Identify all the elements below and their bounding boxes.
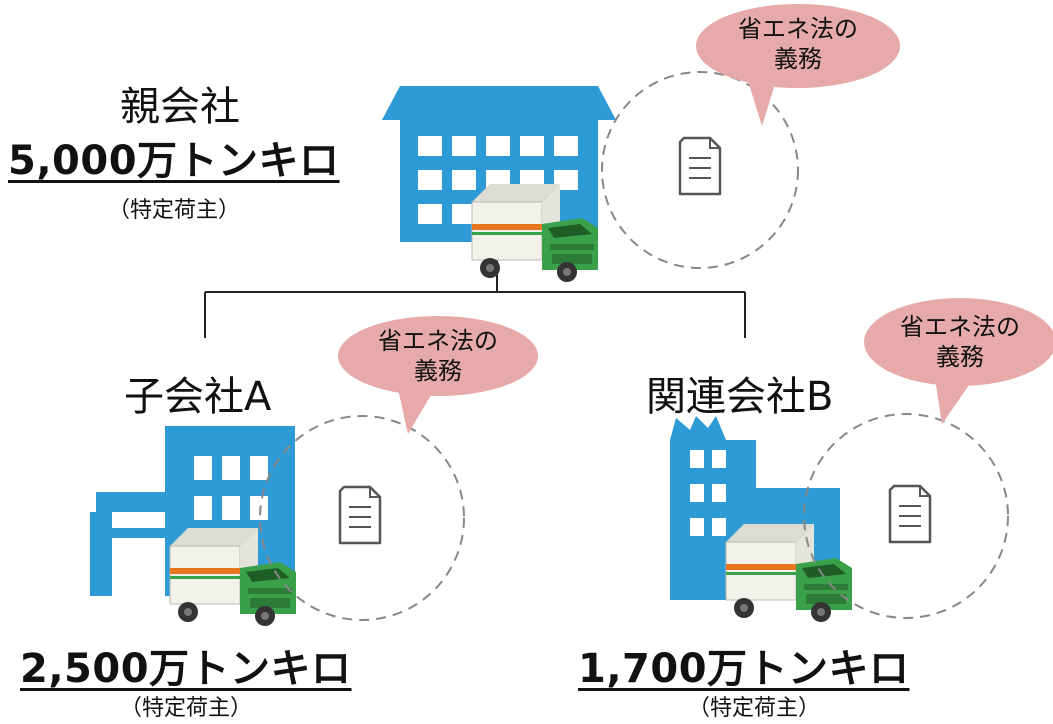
- obligation-line-2: 義務: [414, 357, 462, 385]
- obligation-line-2: 義務: [936, 343, 984, 371]
- shipper-role-parent: （特定荷主）: [108, 198, 241, 223]
- company-name-parent: 親会社: [120, 84, 240, 130]
- obligation-label-child-a: 省エネ法の 義務: [338, 326, 538, 386]
- document-icon: [888, 484, 932, 544]
- obligation-line-2: 義務: [774, 45, 822, 73]
- obligation-circle: [803, 413, 1009, 619]
- obligation-bubble: [864, 298, 1053, 424]
- document-icon: [338, 485, 382, 545]
- ton-km-amount-related-b: 1,700万トンキロ: [578, 646, 910, 692]
- obligation-label-parent: 省エネ法の 義務: [698, 14, 898, 74]
- document-icon: [678, 136, 722, 196]
- obligation-line-1: 省エネ法の: [900, 313, 1020, 341]
- company-name-child-a: 子会社A: [124, 374, 272, 420]
- obligation-bubble: [696, 4, 900, 126]
- obligation-label-related-b: 省エネ法の 義務: [864, 312, 1053, 372]
- obligation-circle: [259, 415, 465, 621]
- shipper-role-related-b: （特定荷主）: [688, 696, 821, 721]
- obligation-bubble: [338, 316, 538, 434]
- obligation-circle: [601, 71, 799, 269]
- obligation-line-1: 省エネ法の: [738, 15, 858, 43]
- obligation-line-1: 省エネ法の: [378, 327, 498, 355]
- ton-km-amount-child-a: 2,500万トンキロ: [20, 646, 352, 692]
- ton-km-amount-parent: 5,000万トンキロ: [8, 138, 340, 184]
- shipper-role-child-a: （特定荷主）: [120, 696, 253, 721]
- company-name-related-b: 関連会社B: [646, 374, 834, 420]
